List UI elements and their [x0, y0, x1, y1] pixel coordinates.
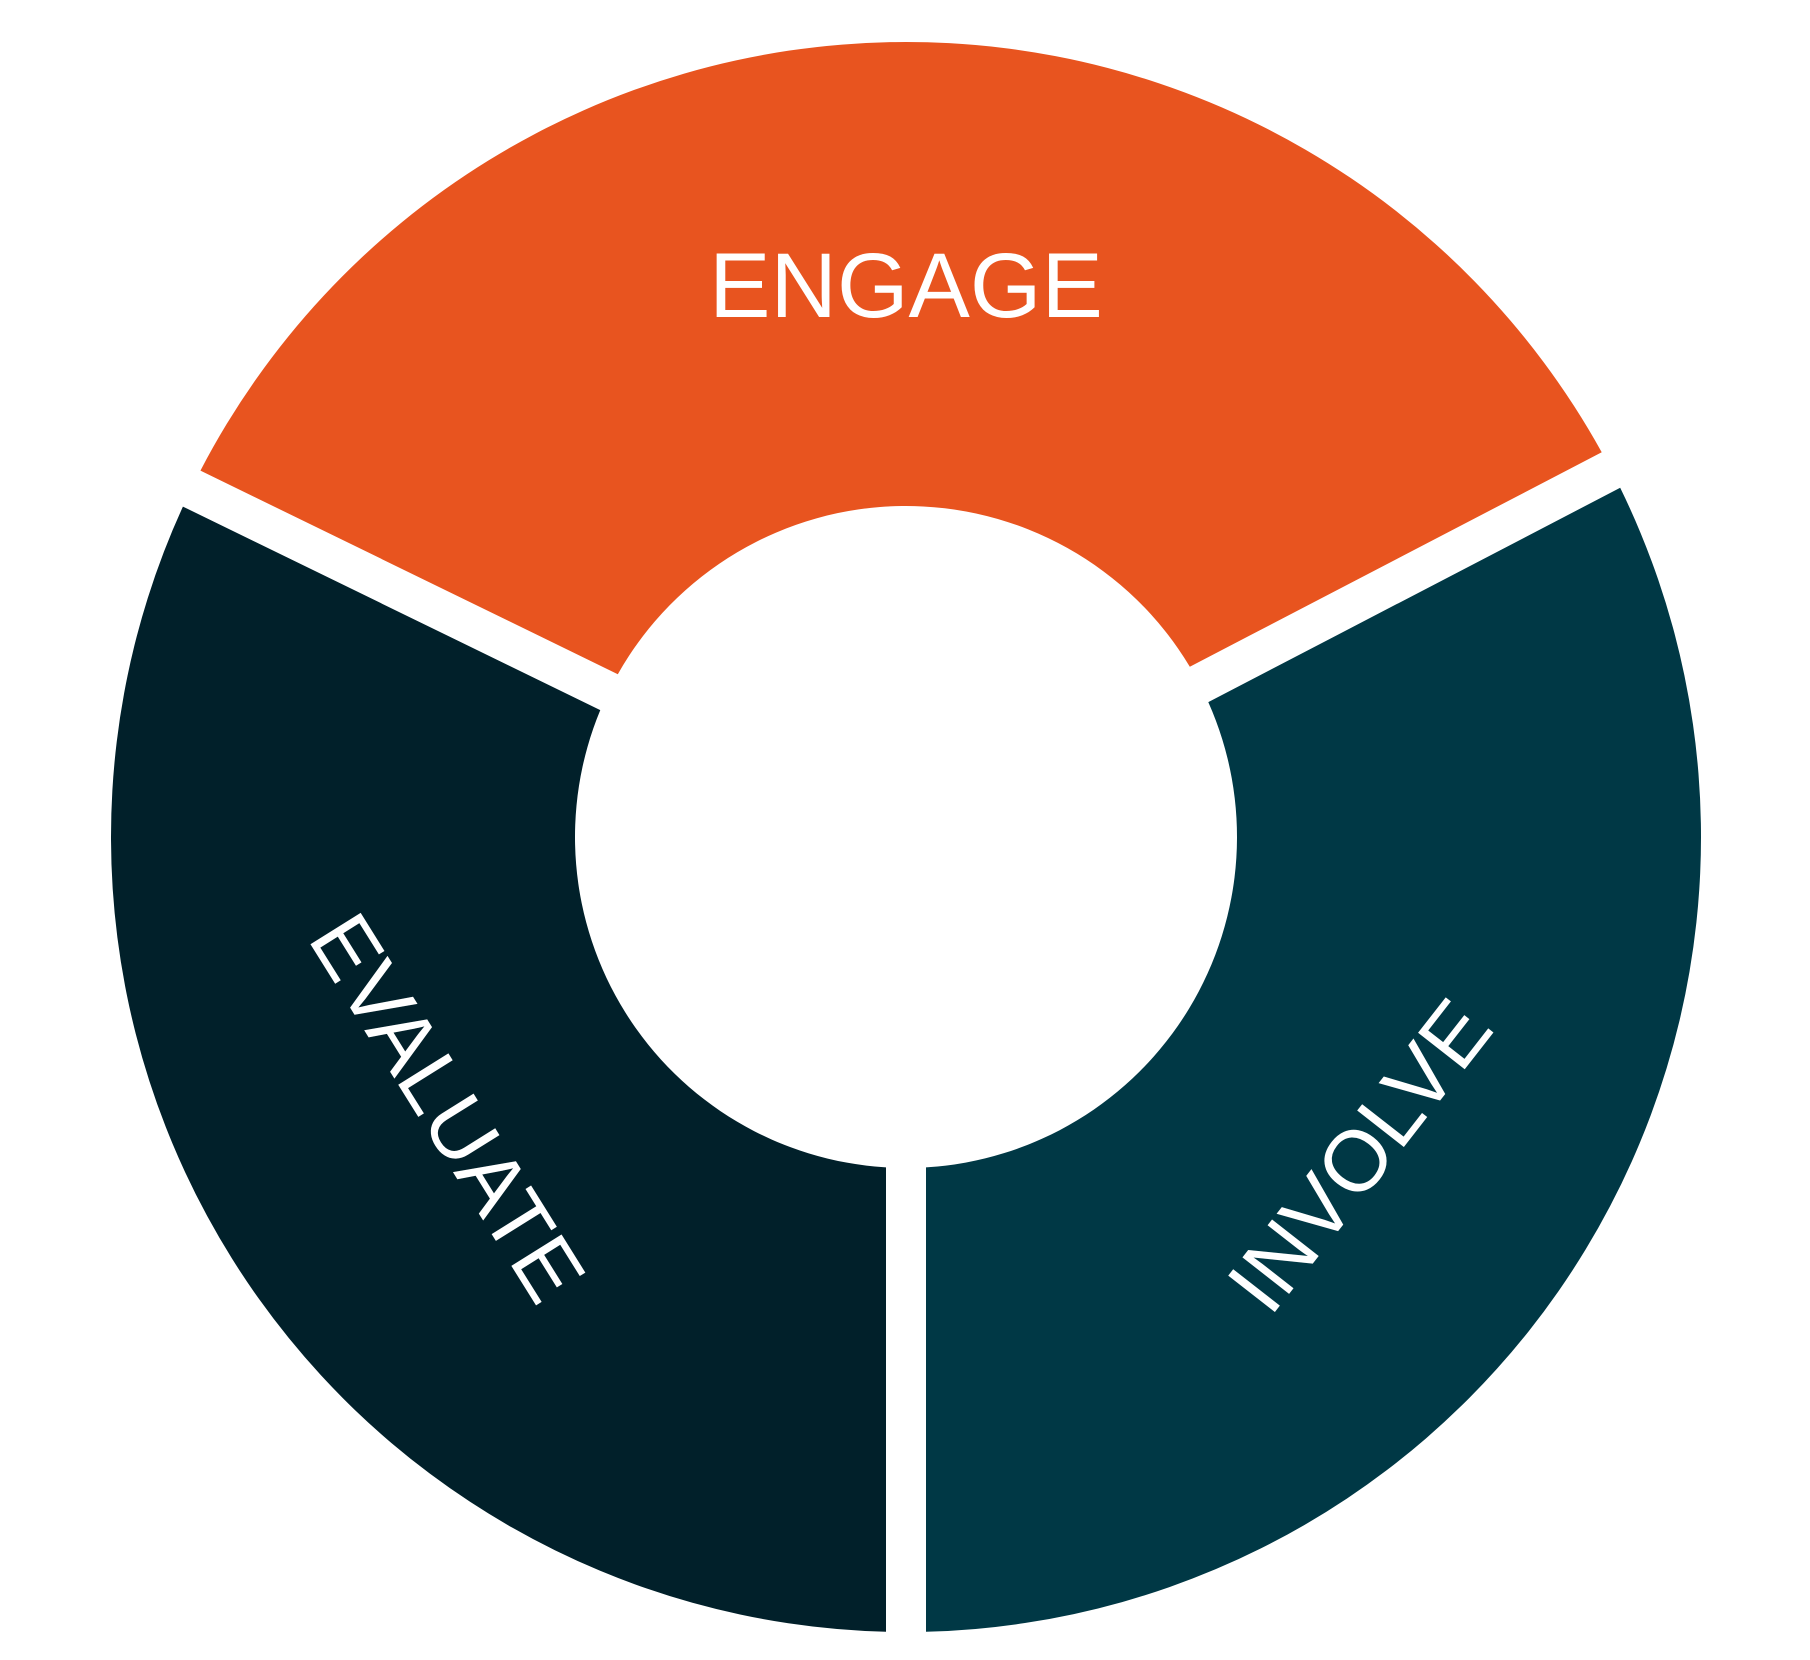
segment-engage	[200, 42, 1602, 675]
segment-involve	[926, 487, 1702, 1632]
label-engage: ENGAGE	[709, 235, 1103, 337]
segment-evaluate	[111, 506, 886, 1632]
